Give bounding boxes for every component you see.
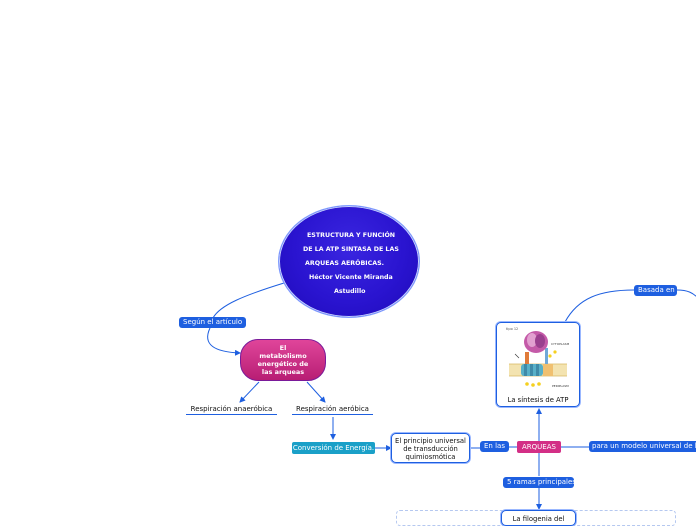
topic-conversion-energia[interactable]: Conversión de Energía. xyxy=(292,442,375,454)
root-line-1: ESTRUCTURA Y FUNCIÓN xyxy=(307,232,396,239)
label-para-modelo-universal[interactable]: para un modelo universal de la xyxy=(589,441,696,452)
image-label-periplasm: PERIPLASM xyxy=(552,384,569,388)
topic-filogenia[interactable]: La filogenia del xyxy=(501,510,576,526)
topic-metabolismo[interactable]: El metabolismo energético de las arqueas xyxy=(240,339,326,381)
atp-synthase-image: tipo 12 CYTOPLASM PERIPLASM xyxy=(506,327,570,388)
topic-respiracion-aerobica[interactable]: Respiración aeróbica xyxy=(292,405,373,415)
root-line-2: DE LA ATP SINTASA DE LAS xyxy=(303,246,399,253)
principio-line-3: quimiosmótica xyxy=(405,453,456,461)
topic-metabolismo-text: El metabolismo energético de las arqueas xyxy=(257,344,309,376)
topic-respiracion-anaerobica[interactable]: Respiración anaeróbica xyxy=(186,405,277,415)
image-label-cytoplasm: CYTOPLASM xyxy=(551,342,570,346)
topic-arqueas[interactable]: ARQUEAS xyxy=(517,441,561,453)
root-topic[interactable]: ESTRUCTURA Y FUNCIÓN DE LA ATP SINTASA D… xyxy=(278,205,420,318)
root-line-5: Astudillo xyxy=(334,288,366,295)
topic-sintesis-atp-label: La síntesis de ATP xyxy=(507,396,569,404)
principio-line-2: de transducción xyxy=(403,445,458,453)
image-label-top-left: tipo 12 xyxy=(506,327,518,331)
label-segun-el-articulo[interactable]: Según el artículo xyxy=(179,317,247,328)
root-line-3: ARQUEAS AERÓBICAS. xyxy=(305,260,385,267)
root-line-4: Héctor Vicente Miranda xyxy=(309,274,393,281)
principio-line-1: El principio universal xyxy=(395,437,466,445)
label-5-ramas-principales[interactable]: 5 ramas principales xyxy=(503,477,576,488)
label-basada-en[interactable]: Basada en xyxy=(634,285,677,296)
topic-filogenia-text: La filogenia del xyxy=(512,515,565,523)
label-en-las[interactable]: En las xyxy=(480,441,509,452)
topic-principio-universal[interactable]: El principio universal de transducción q… xyxy=(391,433,470,463)
